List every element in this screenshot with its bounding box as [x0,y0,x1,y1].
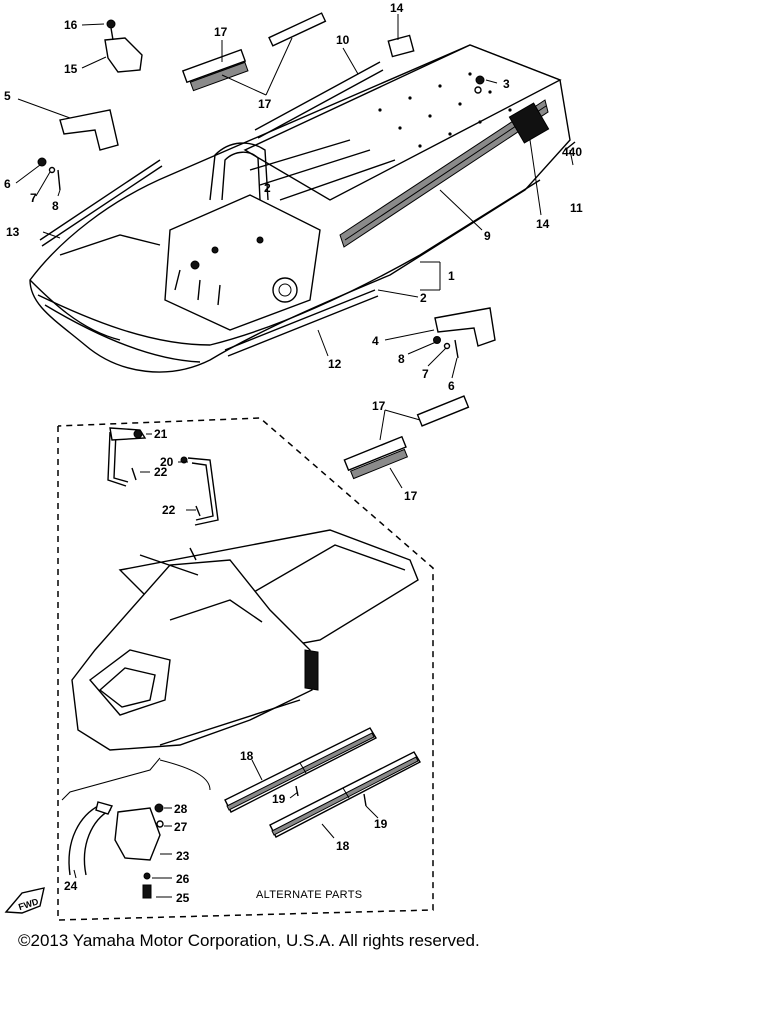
callout-11: 11 [570,201,583,215]
steering-bar [209,142,269,201]
callout-6: 6 [448,379,455,393]
skid-leader-lines [251,759,379,839]
guard-plate [114,807,161,861]
lower-trim [224,289,379,357]
long-strip [254,61,384,139]
middle-stickers [343,395,470,489]
lower-hardware-group [61,757,211,899]
callout-14: 14 [536,217,550,231]
callout-labels: 16 17 10 14 15 17 3 5 440 6 7 8 2 11 13 … [4,1,583,912]
callout-4: 4 [372,334,379,348]
sticker-mid-b [343,435,407,472]
sticker-mid-a [416,395,470,427]
exploded-parts-diagram: 16 17 10 14 15 17 3 5 440 6 7 8 2 11 13 … [4,1,583,921]
callout-16: 16 [64,18,78,32]
side-decal [508,102,550,144]
strap [68,804,112,876]
callout-5: 5 [4,89,11,103]
callout-10: 10 [336,33,350,47]
callout-3: 3 [503,77,510,91]
callout-18: 18 [336,839,350,853]
callout-26: 26 [176,872,190,886]
callout-14: 14 [390,1,404,15]
mount-bracket [104,37,143,73]
callout-1: 1 [448,269,455,283]
callout-22: 22 [154,465,168,479]
callout-12: 12 [328,357,342,371]
trim-strip-left [39,159,163,247]
callout-17: 17 [258,97,272,111]
lower-leader-lines [73,807,172,898]
callout-24: 24 [64,879,78,893]
callout-8: 8 [398,352,405,366]
bracket-right [434,307,496,347]
bracket-left [59,109,119,151]
callout-20: 20 [160,455,174,469]
frame-chassis-assembly [29,12,576,373]
callout-17: 17 [214,25,228,39]
seat-cowl-assembly [71,529,419,751]
handle-assembly [107,427,219,526]
callout-440: 440 [562,145,582,159]
forward-arrow-icon [4,887,45,914]
callout-22: 22 [162,503,176,517]
callout-25: 25 [176,891,190,905]
callout-7: 7 [30,191,37,205]
callout-19: 19 [272,792,286,806]
sticker-upper-b [268,12,327,47]
callout-17: 17 [372,399,386,413]
callout-17: 17 [404,489,418,503]
alternate-parts-label: ALTERNATE PARTS [256,889,362,901]
callout-19: 19 [374,817,388,831]
callout-6: 6 [4,177,11,191]
callout-23: 23 [176,849,190,863]
callout-18: 18 [240,749,254,763]
callout-27: 27 [174,820,188,834]
callout-28: 28 [174,802,188,816]
callout-2: 2 [420,291,427,305]
handle-leader-lines [140,433,196,511]
callout-9: 9 [484,229,491,243]
alternate-parts-outline [57,417,434,921]
plate-top [387,34,415,58]
deck-rivets [378,72,512,148]
skid-strips [224,727,421,838]
copyright-notice: ©2013 Yamaha Motor Corporation, U.S.A. A… [18,931,480,950]
callout-8: 8 [52,199,59,213]
callout-2: 2 [264,181,271,195]
upper-leader-lines [15,14,574,379]
callout-15: 15 [64,62,78,76]
callout-13: 13 [6,225,20,239]
callout-21: 21 [154,427,168,441]
sticker-upper-a [181,48,247,84]
callout-7: 7 [422,367,429,381]
